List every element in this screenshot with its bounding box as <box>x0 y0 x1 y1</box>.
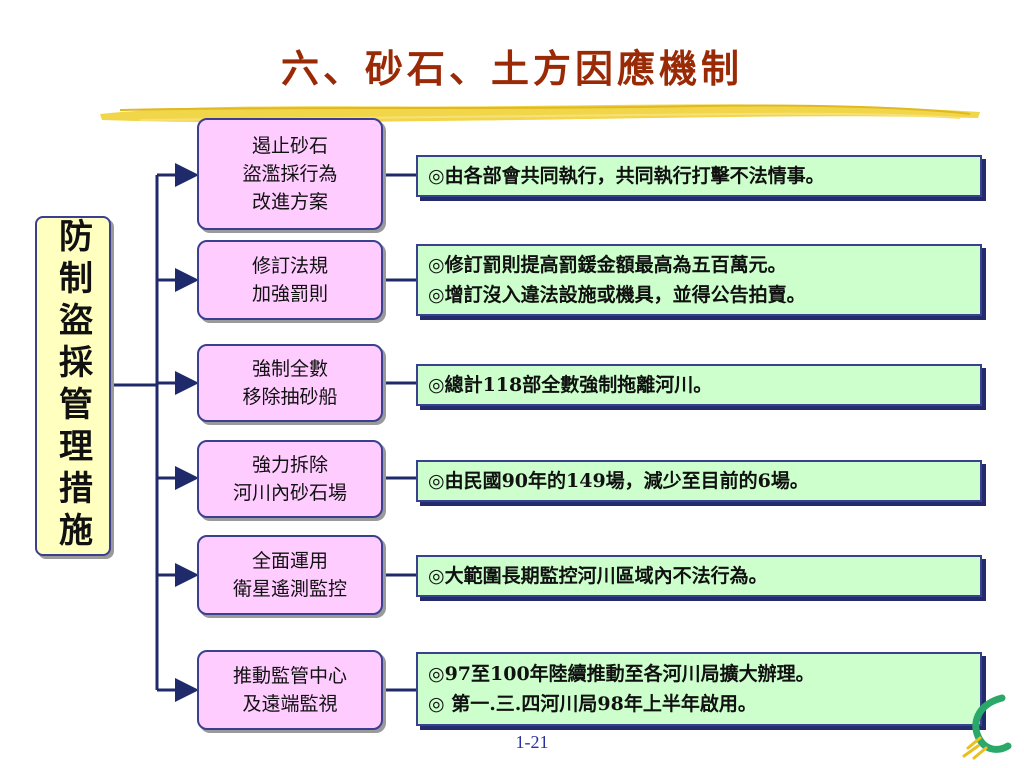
measure-node: 遏止砂石 盜濫採行為 改進方案 <box>197 118 383 230</box>
detail-box: ◎大範圍長期監控河川區域內不法行為。 <box>416 555 982 597</box>
measure-node: 修訂法規 加強罰則 <box>197 240 383 320</box>
measure-node: 推動監管中心 及遠端監視 <box>197 650 383 730</box>
root-label: 防制盜採管理措施 <box>52 218 93 554</box>
detail-box: ◎由各部會共同執行，共同執行打擊不法情事。 <box>416 155 982 197</box>
detail-box: ◎由民國90年的149場，減少至目前的6場。 <box>416 460 982 502</box>
measure-node: 強力拆除 河川內砂石場 <box>197 440 383 518</box>
agency-logo <box>962 694 1012 760</box>
measure-node: 全面運用 衛星遙測監控 <box>197 535 383 615</box>
root-node: 防制盜採管理措施 <box>35 216 111 556</box>
page-number: 1-21 <box>515 732 549 752</box>
measure-node: 強制全數 移除抽砂船 <box>197 344 383 422</box>
detail-box: ◎總計118部全數強制拖離河川。 <box>416 364 982 406</box>
detail-box: ◎97至100年陸續推動至各河川局擴大辦理。 ◎ 第一.三.四河川局98年上半年… <box>416 652 982 726</box>
detail-box: ◎修訂罰則提高罰鍰金額最高為五百萬元。 ◎增訂沒入違法設施或機具，並得公告拍賣。 <box>416 244 982 316</box>
slide-title: 六、砂石、土方因應機制 <box>280 46 743 91</box>
